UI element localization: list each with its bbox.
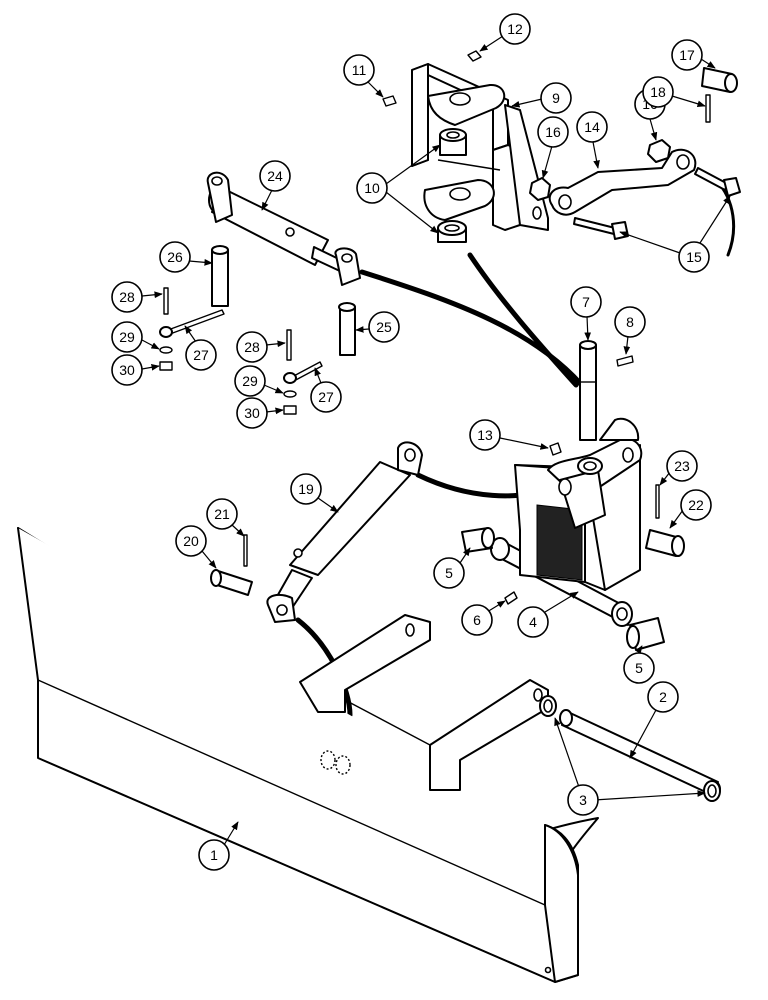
callout-2 (647, 681, 679, 713)
callout-label-30a: 30 (119, 362, 135, 378)
callout-label-23: 23 (674, 458, 690, 474)
callout-1 (198, 839, 230, 871)
grease-fitting-13 (549, 442, 562, 456)
callout-label-21: 21 (214, 506, 230, 522)
callout-15 (678, 241, 710, 273)
callout-label-25: 25 (376, 319, 392, 335)
callout-label-22: 22 (688, 497, 704, 513)
snap-rings (539, 695, 721, 802)
callout-29b (234, 365, 266, 397)
link-arm (548, 148, 697, 216)
callout-24 (259, 160, 291, 192)
callout-28a (111, 281, 143, 313)
pivot-block (514, 417, 643, 591)
callout-27b (310, 381, 342, 413)
callout-27a (185, 339, 217, 371)
callouts: 1 2 3 4 5 5 6 7 8 (111, 13, 731, 871)
bolts-15 (573, 167, 741, 240)
callout-label-29b: 29 (242, 373, 258, 389)
nut-12 (467, 50, 482, 62)
washers-nuts (159, 326, 297, 415)
callout-label-8: 8 (626, 314, 634, 330)
callout-label-20: 20 (183, 533, 199, 549)
callout-11 (343, 54, 375, 86)
callout-7 (570, 286, 602, 318)
callout-label-27a: 27 (193, 347, 209, 363)
nuts-16 (529, 139, 671, 201)
callout-23 (666, 450, 698, 482)
callout-label-16a: 16 (545, 124, 561, 140)
callout-29a (111, 321, 143, 353)
callout-6 (461, 604, 493, 636)
pins-20-22 (210, 484, 685, 596)
callout-9 (540, 82, 572, 114)
bolt-11 (382, 95, 397, 107)
callout-28b (236, 331, 268, 363)
bracket-bushings (437, 128, 467, 243)
callout-26 (159, 241, 191, 273)
push-frame (299, 614, 549, 791)
callout-label-1: 1 (210, 847, 218, 863)
callout-30a (111, 354, 143, 386)
callout-label-17: 17 (679, 47, 695, 63)
callout-label-29a: 29 (119, 329, 135, 345)
callout-label-2: 2 (659, 689, 667, 705)
callout-10 (356, 172, 388, 204)
callout-label-3: 3 (579, 792, 587, 808)
dozer-blade (17, 527, 599, 983)
cylinder-19 (266, 441, 423, 623)
pin-17 (701, 67, 738, 123)
callout-label-10: 10 (364, 180, 380, 196)
callout-4 (517, 606, 549, 638)
callout-label-5b: 5 (635, 660, 643, 676)
callout-label-15: 15 (686, 249, 702, 265)
callout-label-6: 6 (473, 612, 481, 628)
pivot-pin-7 (579, 340, 634, 441)
callout-13 (469, 419, 501, 451)
callout-label-28b: 28 (244, 339, 260, 355)
callout-label-7: 7 (582, 294, 590, 310)
callout-label-19: 19 (298, 481, 314, 497)
bushings (461, 527, 665, 651)
callout-label-13: 13 (477, 427, 493, 443)
callout-label-4: 4 (529, 614, 537, 630)
callout-21 (206, 498, 238, 530)
callout-12 (499, 13, 531, 45)
callout-label-18: 18 (650, 84, 666, 100)
callout-label-9: 9 (552, 90, 560, 106)
mounting-bracket (411, 63, 549, 231)
callout-label-28a: 28 (119, 289, 135, 305)
callout-17 (671, 39, 703, 71)
callout-20 (175, 525, 207, 557)
callout-label-27b: 27 (318, 389, 334, 405)
callout-19 (290, 473, 322, 505)
hydraulic-hoses (295, 178, 736, 718)
callout-label-26: 26 (167, 249, 183, 265)
grease-fitting (504, 591, 518, 605)
callout-14 (576, 111, 608, 143)
callout-label-11: 11 (352, 62, 367, 78)
pins-25-26 (211, 245, 356, 356)
callout-30b (236, 397, 268, 429)
callout-5b (623, 652, 655, 684)
callout-5a (433, 557, 465, 589)
callout-8 (614, 306, 646, 338)
cylinder-24 (206, 171, 361, 286)
bolts-27-28 (163, 287, 323, 383)
callout-18 (642, 76, 674, 108)
callout-label-30b: 30 (244, 405, 260, 421)
callout-label-14: 14 (584, 119, 600, 135)
pivot-pin (559, 709, 721, 797)
callout-label-5a: 5 (445, 565, 453, 581)
callout-label-24: 24 (267, 168, 283, 184)
callout-22 (680, 489, 712, 521)
callout-3 (567, 784, 599, 816)
callout-label-12: 12 (507, 21, 523, 37)
callout-16a (537, 116, 569, 148)
callout-25 (368, 311, 400, 343)
